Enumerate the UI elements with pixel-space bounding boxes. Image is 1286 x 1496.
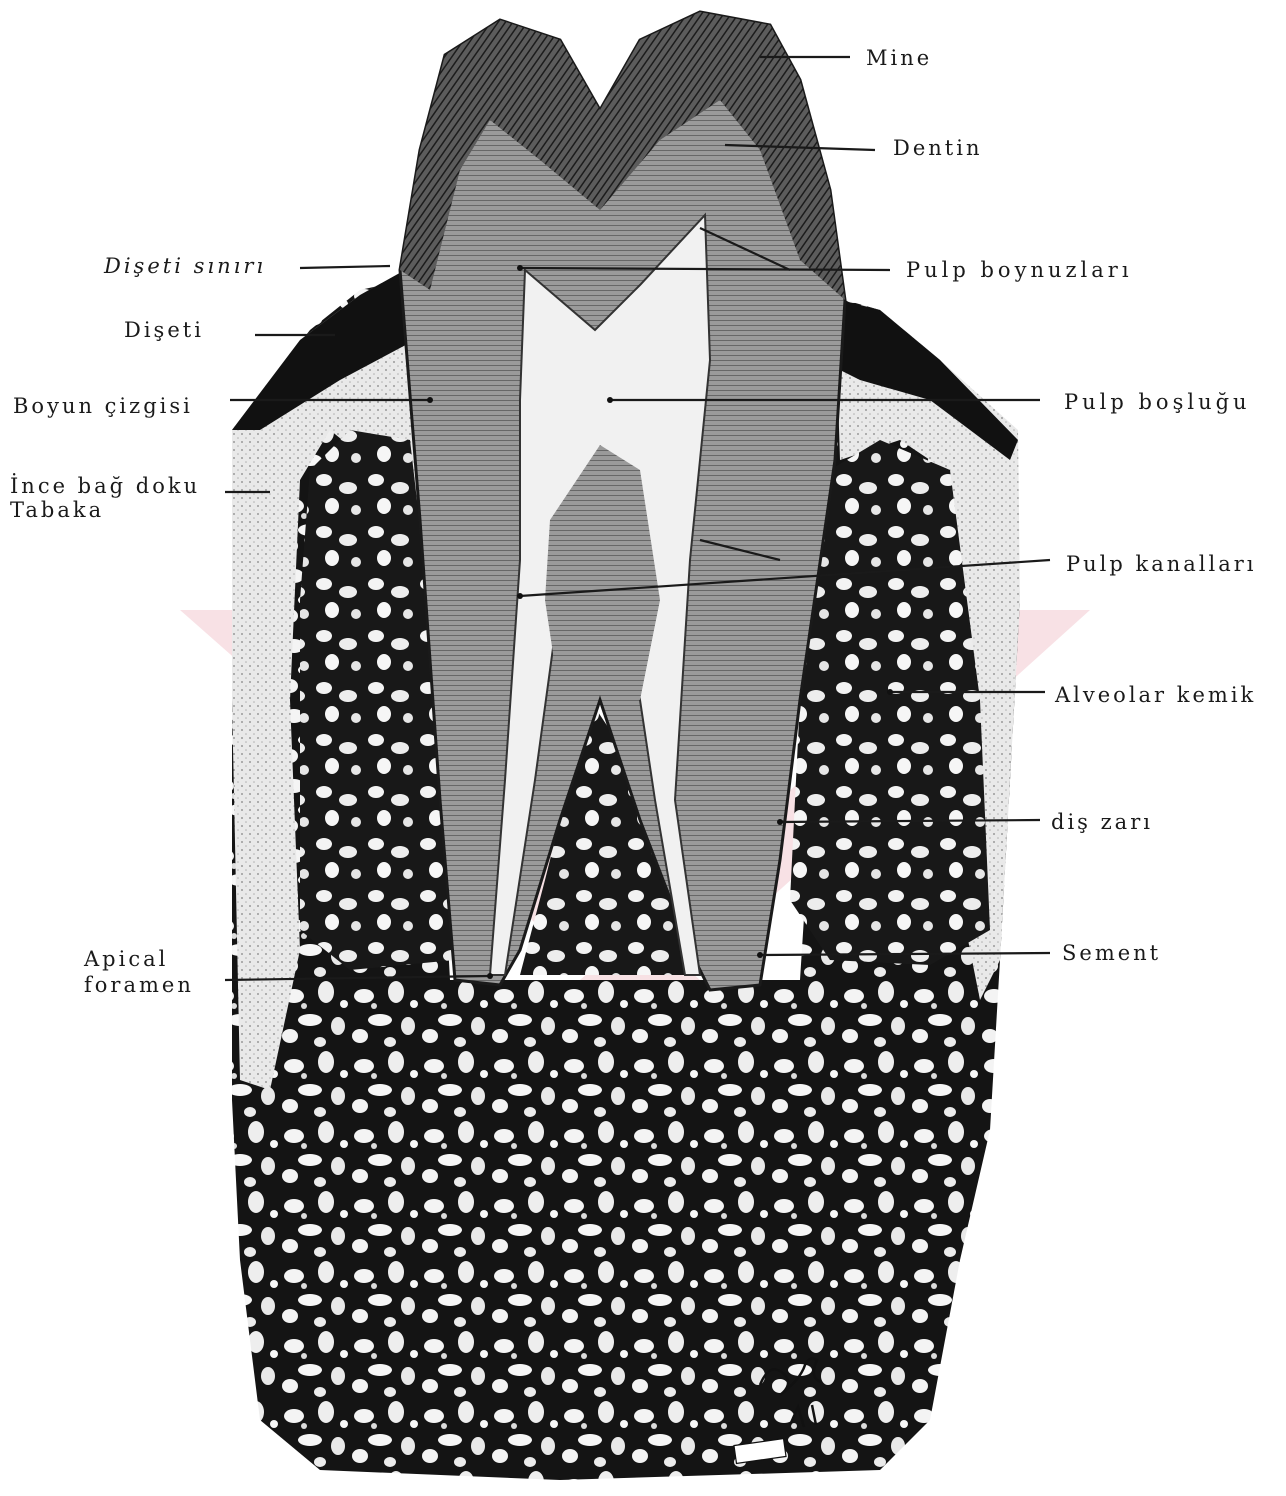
label-pulp-kanallari: Pulp kanalları [1066, 552, 1257, 576]
label-mine: Mine [866, 46, 932, 70]
label-pulp-boslugu: Pulp boşluğu [1064, 390, 1251, 414]
label-dis-zari: diş zarı [1051, 810, 1153, 834]
label-apical: Apical [84, 946, 194, 972]
label-tabaka: Tabaka [10, 498, 200, 522]
label-foramen: foramen [84, 972, 194, 998]
label-ince-bag-doku: İnce bağ doku Tabaka [10, 474, 200, 522]
label-alveolar-kemik: Alveolar kemik [1055, 683, 1256, 707]
label-dentin: Dentin [893, 136, 982, 160]
label-diseti: Dişeti [124, 318, 204, 342]
label-diseti-siniri: Dişeti sınırı [104, 254, 266, 278]
label-apical-foramen: Apical foramen [84, 946, 194, 998]
label-sement: Sement [1062, 941, 1161, 965]
label-boyun-cizgisi: Boyun çizgisi [13, 394, 193, 418]
label-ince-bag-doku-line1: İnce bağ doku [10, 474, 200, 498]
label-pulp-boynuzlari: Pulp boynuzları [906, 258, 1133, 282]
